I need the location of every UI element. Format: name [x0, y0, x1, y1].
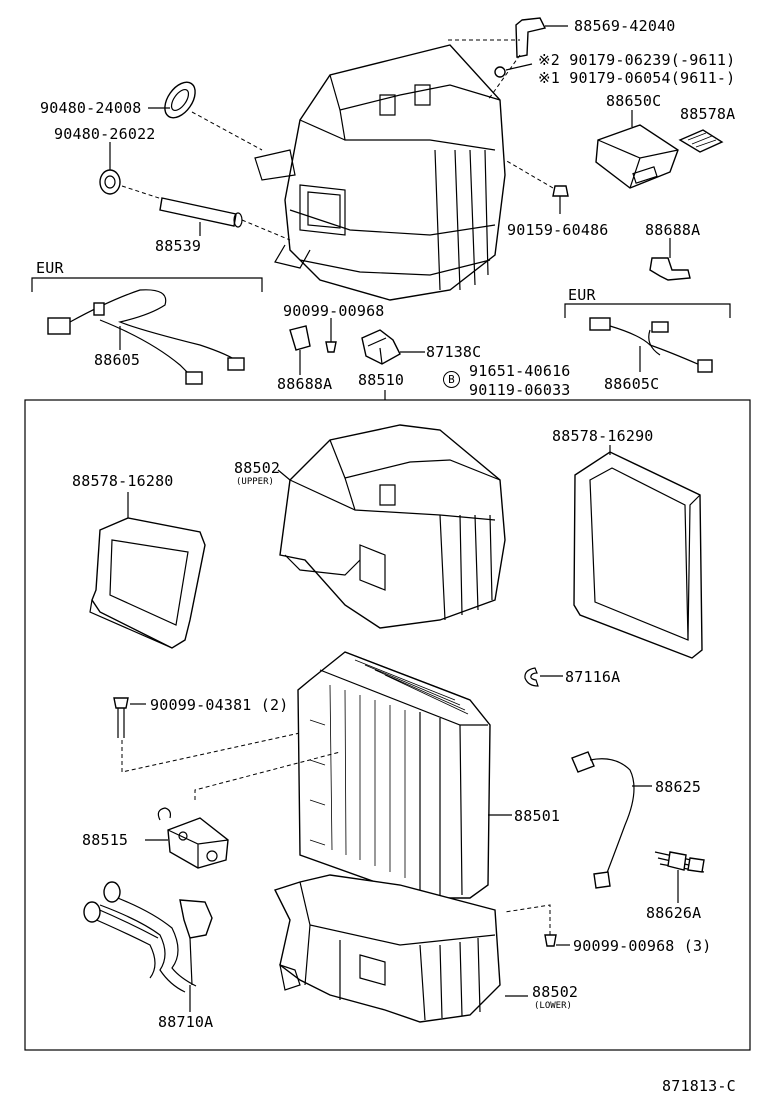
- case-88502-lower: [274, 874, 501, 1023]
- label-88605C: 88605C: [604, 375, 660, 393]
- label-88578-16290: 88578-16290: [552, 427, 654, 445]
- label-90159-60486: 90159-60486: [507, 221, 609, 239]
- grommet-90480-24008: [164, 81, 196, 119]
- seal-88578-16290: [573, 451, 703, 659]
- label-b-circle: B: [443, 370, 460, 388]
- label-87138C: 87138C: [426, 343, 482, 361]
- sensor-88625: [571, 751, 635, 889]
- label-90480-24008: 90480-24008: [40, 99, 142, 117]
- label-88688A-top: 88688A: [645, 221, 701, 239]
- eur-bracket-left: [31, 277, 263, 292]
- expansion-valve-88515: [157, 807, 229, 869]
- screw-90099-00968-3: [544, 934, 557, 947]
- screw-90099-00968: [325, 341, 337, 353]
- label-88710A: 88710A: [158, 1013, 214, 1031]
- clip-88688A-top: [649, 257, 691, 281]
- harness-88605: [47, 289, 245, 385]
- label-88510: 88510: [358, 371, 405, 389]
- clip-87116A: [524, 667, 539, 687]
- resistor-87138C: [361, 329, 401, 365]
- label-88578A: 88578A: [680, 105, 736, 123]
- bolt-90099-04381: [113, 697, 129, 738]
- tube-88539: [159, 197, 237, 227]
- seal-88578-16280: [89, 517, 206, 649]
- label-87116A: 87116A: [565, 668, 621, 686]
- figure-code: 871813-C: [662, 1077, 736, 1095]
- eur-bracket-right: [564, 303, 731, 318]
- label-lower-note: (LOWER): [534, 1001, 572, 1011]
- label-88569-42040: 88569-42040: [574, 17, 676, 35]
- label-upper-note: (UPPER): [236, 477, 274, 487]
- label-88625: 88625: [655, 778, 702, 796]
- pad-88578A: [678, 129, 724, 153]
- label-90099-00968: 90099-00968: [283, 302, 385, 320]
- circle-b-marker: B: [443, 371, 460, 388]
- label-88578-16280: 88578-16280: [72, 472, 174, 490]
- label-91651-40616: 91651-40616: [469, 362, 571, 380]
- harness-88605C: [589, 317, 713, 373]
- tube-88710A: [83, 881, 213, 993]
- label-90179-06239: ※2 90179-06239(-9611): [538, 51, 736, 69]
- label-90099-04381: 90099-04381 (2): [150, 696, 289, 714]
- label-90119-06033: 90119-06033: [469, 381, 571, 399]
- cooling-unit-assembly: [254, 44, 506, 301]
- label-eur-left: EUR: [36, 259, 64, 277]
- label-88502-lower: 88502: [532, 983, 579, 1001]
- label-88688A-mid: 88688A: [277, 375, 333, 393]
- label-88515: 88515: [82, 831, 129, 849]
- label-88502-upper: 88502: [234, 459, 281, 477]
- connector-88626A: [654, 851, 705, 873]
- case-88502-upper: [279, 424, 506, 629]
- clip-88688A-mid: [289, 325, 311, 351]
- screw-90159-60486: [552, 185, 569, 197]
- nut-90179: [494, 66, 506, 78]
- grommet-90480-26022: [99, 169, 121, 195]
- label-90179-06054: ※1 90179-06054(9611-): [538, 69, 736, 87]
- bracket-88569-42040: [515, 17, 547, 58]
- label-88539: 88539: [155, 237, 202, 255]
- label-88626A: 88626A: [646, 904, 702, 922]
- label-90099-00968-3: 90099-00968 (3): [573, 937, 712, 955]
- label-eur-right: EUR: [568, 286, 596, 304]
- label-90480-26022: 90480-26022: [54, 125, 156, 143]
- label-88501: 88501: [514, 807, 561, 825]
- kit-88510-box: [24, 399, 751, 1051]
- evaporator-88501: [297, 651, 491, 899]
- label-88650C: 88650C: [606, 92, 662, 110]
- label-88605: 88605: [94, 351, 141, 369]
